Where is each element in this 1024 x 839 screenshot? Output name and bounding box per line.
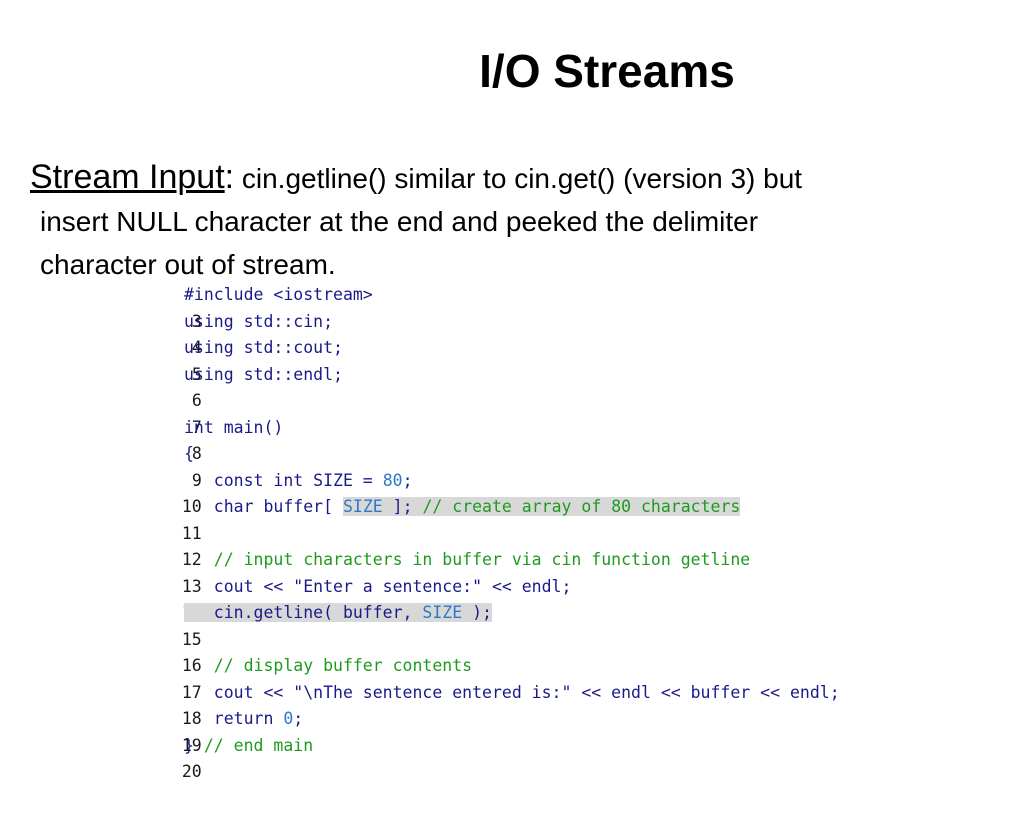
line-number: 7	[191, 417, 202, 437]
code-text: using std::cout;	[184, 338, 343, 357]
code-line: 20 } // end main	[140, 733, 940, 782]
code-line: 10 const int SIZE = 80;	[140, 468, 940, 517]
code-line: 12	[140, 521, 940, 569]
code-text: } // end main	[184, 735, 314, 755]
line-number: 13	[181, 576, 202, 596]
line-number: 9	[191, 470, 202, 490]
line-number: 11	[181, 523, 202, 543]
code-line: 8 int main()	[140, 415, 940, 464]
code-line: 14 cout << "Enter a sentence:" << endl;	[140, 574, 940, 623]
code-line: 19 return 0;	[140, 706, 940, 755]
line-number: 4	[191, 338, 202, 357]
line-number: 10	[181, 497, 202, 516]
slide-title: I/O Streams	[479, 45, 735, 97]
code-text: {	[184, 444, 194, 463]
line-number: 3	[191, 311, 202, 331]
code-text: using std::endl;	[184, 364, 343, 384]
code-comment: // input characters in buffer via cin fu…	[184, 550, 751, 569]
code-line: 15 cin.getline( buffer, SIZE );	[140, 600, 940, 649]
paragraph-line-2: insert NULL character at the end and pee…	[40, 206, 759, 237]
code-comment: // display buffer contents	[184, 656, 473, 675]
line-number: 15	[181, 629, 202, 649]
line-number: 5	[191, 364, 202, 384]
line-number: 20	[181, 762, 202, 781]
code-line: 17 // display buffer contents	[140, 653, 940, 702]
line-number: 18	[181, 709, 202, 728]
line-number: 8	[191, 444, 202, 463]
code-line: 4 using std::cin;	[140, 309, 940, 358]
stream-input-heading: Stream Input	[30, 158, 225, 196]
code-listing: 3 #include <iostream> 4 using std::cin; …	[140, 282, 940, 782]
line-number: 12	[181, 550, 202, 569]
code-line: 18 cout << "\nThe sentence entered is:" …	[140, 680, 940, 729]
code-line: 13 // input characters in buffer via cin…	[140, 547, 940, 596]
paragraph-line-1: cin.getline() similar to cin.get() (vers…	[234, 163, 803, 194]
code-line: 5 using std::cout;	[140, 335, 940, 384]
code-line: 16	[140, 627, 940, 675]
code-line: 7	[140, 388, 940, 437]
code-text: cout << "Enter a sentence:" << endl;	[184, 576, 572, 596]
paragraph-line-3: character out of stream.	[40, 249, 336, 280]
code-line: 6 using std::endl;	[140, 362, 940, 411]
code-line: 9 {	[140, 441, 940, 490]
line-number: 19	[181, 735, 202, 755]
code-line: 3 #include <iostream>	[140, 282, 940, 331]
heading-colon: :	[224, 158, 235, 196]
code-text: cin.getline( buffer, SIZE );	[184, 603, 492, 622]
line-number: 16	[181, 656, 202, 675]
code-text: cout << "\nThe sentence entered is:" << …	[184, 682, 840, 702]
code-text: int main()	[184, 417, 284, 437]
code-text: using std::cin;	[184, 311, 334, 331]
line-number: 17	[181, 682, 202, 702]
code-text: return 0;	[184, 709, 304, 728]
code-text: const int SIZE = 80;	[184, 470, 413, 490]
line-number: 6	[191, 391, 202, 410]
code-text: char buffer[ SIZE ]; // create array of …	[184, 497, 741, 516]
code-text: #include <iostream>	[184, 285, 373, 304]
code-line: 11 char buffer[ SIZE ]; // create array …	[140, 494, 940, 543]
slide-paragraph: Stream Input: cin.getline() similar to c…	[30, 156, 1005, 286]
